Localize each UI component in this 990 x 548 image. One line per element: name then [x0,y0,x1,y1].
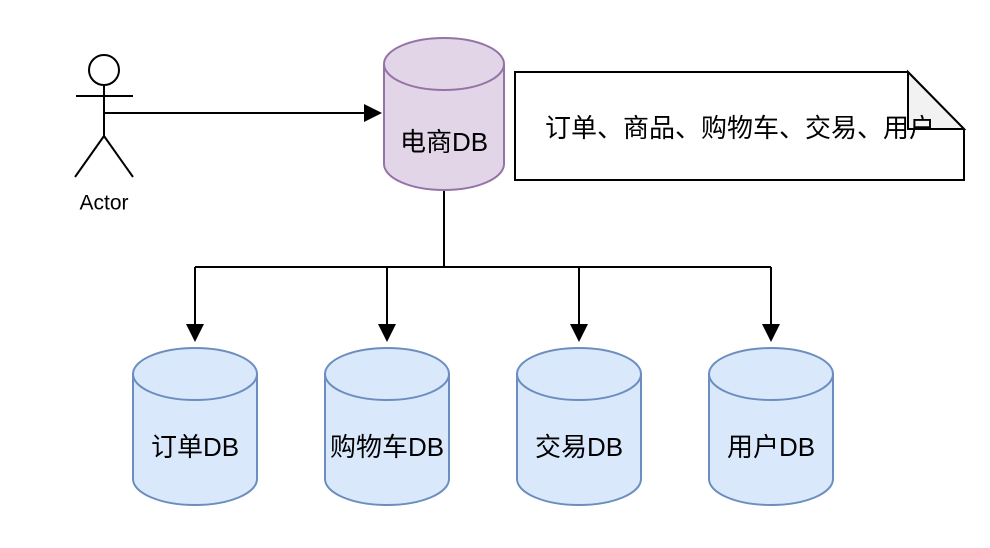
note-fold-corner [907,69,967,130]
child-db-label: 用户DB [727,432,815,462]
child-db-node-user: 用户DB [708,347,834,506]
child-db-label: 订单DB [151,432,239,462]
main-db-node: 电商DB [383,37,505,191]
actor-node: Actor [74,54,134,215]
child-db-cylinder-rim [516,373,642,401]
child-db-node-cart: 购物车DB [324,347,450,506]
main-db-cylinder-body [383,37,505,191]
child-db-group: 订单DB 购物车DB 交易DB 用户DB [132,347,834,506]
actor-left-leg [74,135,105,178]
actor-right-leg [103,135,134,178]
child-db-node-trade: 交易DB [516,347,642,506]
child-db-cylinder-body [516,347,642,506]
child-db-cylinder-rim [132,373,258,401]
note-body [514,71,965,181]
child-db-cylinder-body [324,347,450,506]
child-db-cylinder-body [708,347,834,506]
child-db-cylinder-body [132,347,258,506]
child-db-label: 交易DB [535,432,623,462]
child-db-label: 购物车DB [330,432,444,462]
note-shape: 订单、商品、购物车、交易、用户 [514,69,967,181]
child-db-cylinder-rim [708,373,834,401]
child-db-cylinder-rim [324,373,450,401]
note-text: 订单、商品、购物车、交易、用户 [545,113,935,143]
actor-label: Actor [79,192,128,215]
main-db-cylinder-rim [383,63,505,91]
main-db-label: 电商DB [400,127,488,157]
tree-connector [186,191,780,342]
child-db-node-orders: 订单DB [132,347,258,506]
